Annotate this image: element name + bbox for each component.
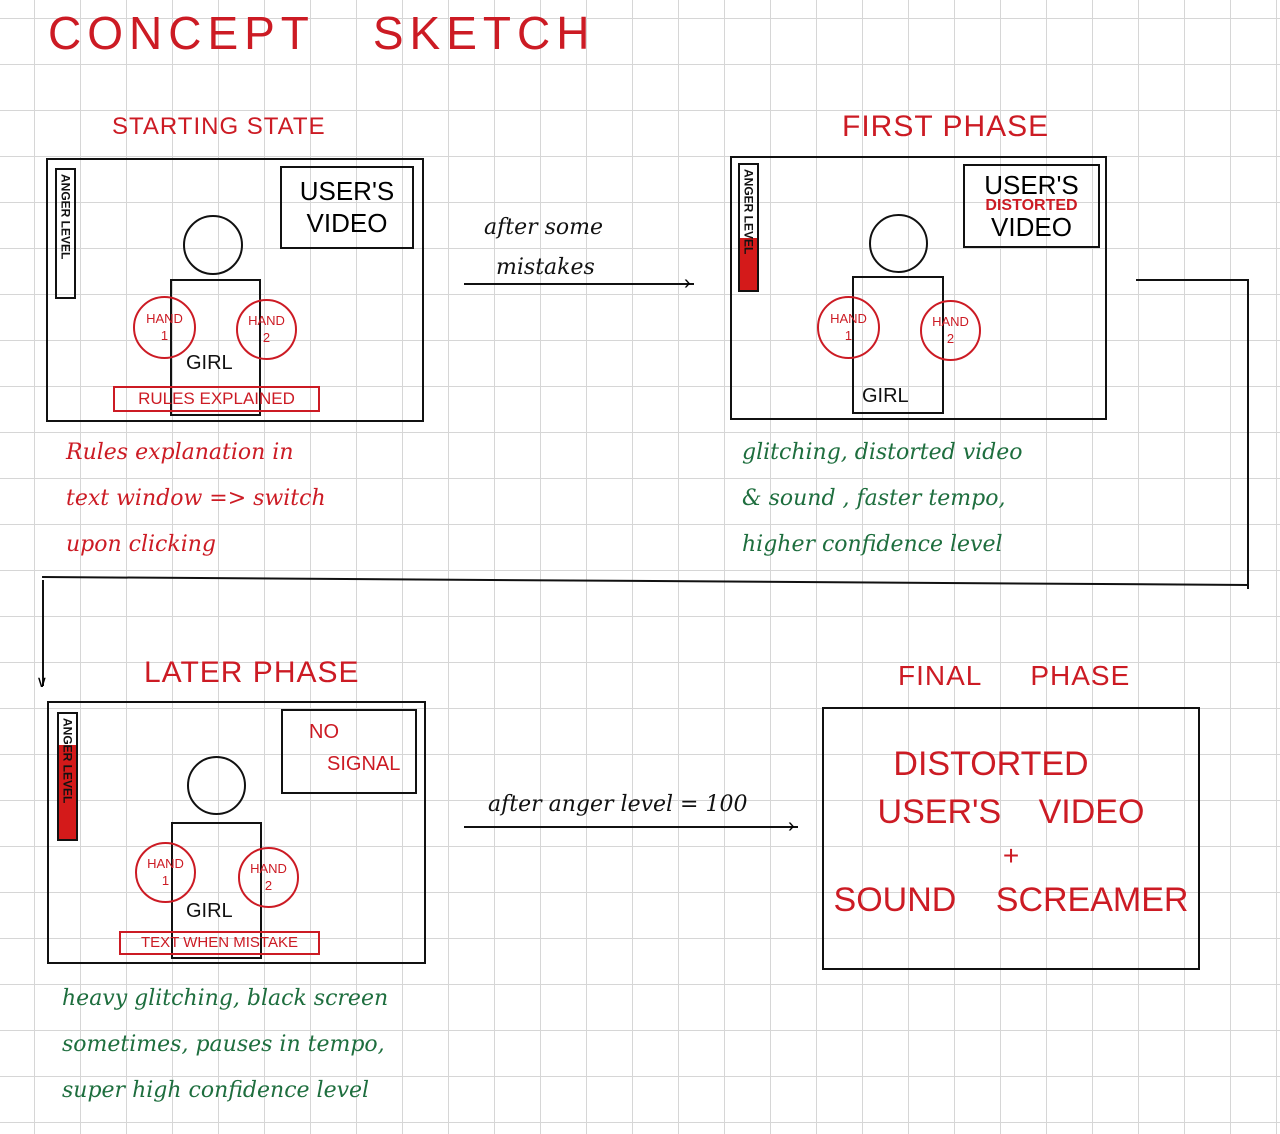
video-label: VIDEO bbox=[991, 212, 1072, 242]
distorted-label: DISTORTED bbox=[985, 197, 1078, 214]
connector-line bbox=[1247, 279, 1249, 589]
final-phase-screen bbox=[822, 707, 1200, 970]
anger-level-bar: ANGER LEVEL bbox=[55, 168, 76, 299]
arrow-2-label: after anger level = 100 bbox=[488, 792, 748, 817]
anger-fill bbox=[59, 745, 76, 839]
mistake-banner: TEXT WHEN MISTAKE bbox=[119, 931, 320, 955]
girl-head bbox=[869, 214, 928, 273]
first-phase-title: FIRST PHASE bbox=[842, 110, 1050, 143]
video-label: VIDEO bbox=[306, 207, 388, 238]
arrow-head-icon: › bbox=[684, 272, 691, 294]
anger-level-bar: ANGER LEVEL bbox=[57, 712, 78, 841]
starting-state-screen bbox=[46, 158, 424, 422]
connector-line bbox=[42, 580, 44, 686]
arrow-2 bbox=[464, 826, 798, 828]
girl-label: GIRL bbox=[862, 385, 909, 407]
girl-head bbox=[183, 215, 243, 275]
anger-label: ANGER LEVEL bbox=[60, 718, 75, 804]
connector-line bbox=[42, 575, 1250, 586]
arrow-head-icon: › bbox=[788, 815, 795, 837]
anger-label: ANGER LEVEL bbox=[58, 174, 73, 260]
rules-banner: RULES EXPLAINED bbox=[113, 386, 320, 412]
video-label: USER'S bbox=[299, 176, 395, 207]
later-phase-screen bbox=[47, 701, 426, 964]
anger-level-bar: ANGER LEVEL bbox=[738, 163, 759, 292]
first-phase-screen bbox=[730, 156, 1107, 420]
starting-state-title: STARTING STATE bbox=[112, 113, 326, 140]
anger-label: ANGER LEVEL bbox=[741, 169, 756, 255]
page-title: CONCEPT SKETCH bbox=[48, 7, 596, 59]
girl-head bbox=[187, 756, 246, 815]
final-phase-text: DISTORTED USER'S VIDEO + SOUND SCREAMER bbox=[833, 745, 1189, 919]
girl-label: GIRL bbox=[186, 352, 233, 374]
arrow-head-icon: ∨ bbox=[36, 674, 48, 691]
girl-label: GIRL bbox=[186, 900, 233, 922]
first-phase-notes: glitching, distorted video& sound , fast… bbox=[742, 440, 1023, 557]
arrow-1 bbox=[464, 283, 694, 285]
later-phase-title: LATER PHASE bbox=[144, 656, 360, 689]
video-label: USER'S bbox=[984, 170, 1079, 200]
anger-fill bbox=[740, 237, 757, 290]
connector-line bbox=[1136, 279, 1249, 281]
